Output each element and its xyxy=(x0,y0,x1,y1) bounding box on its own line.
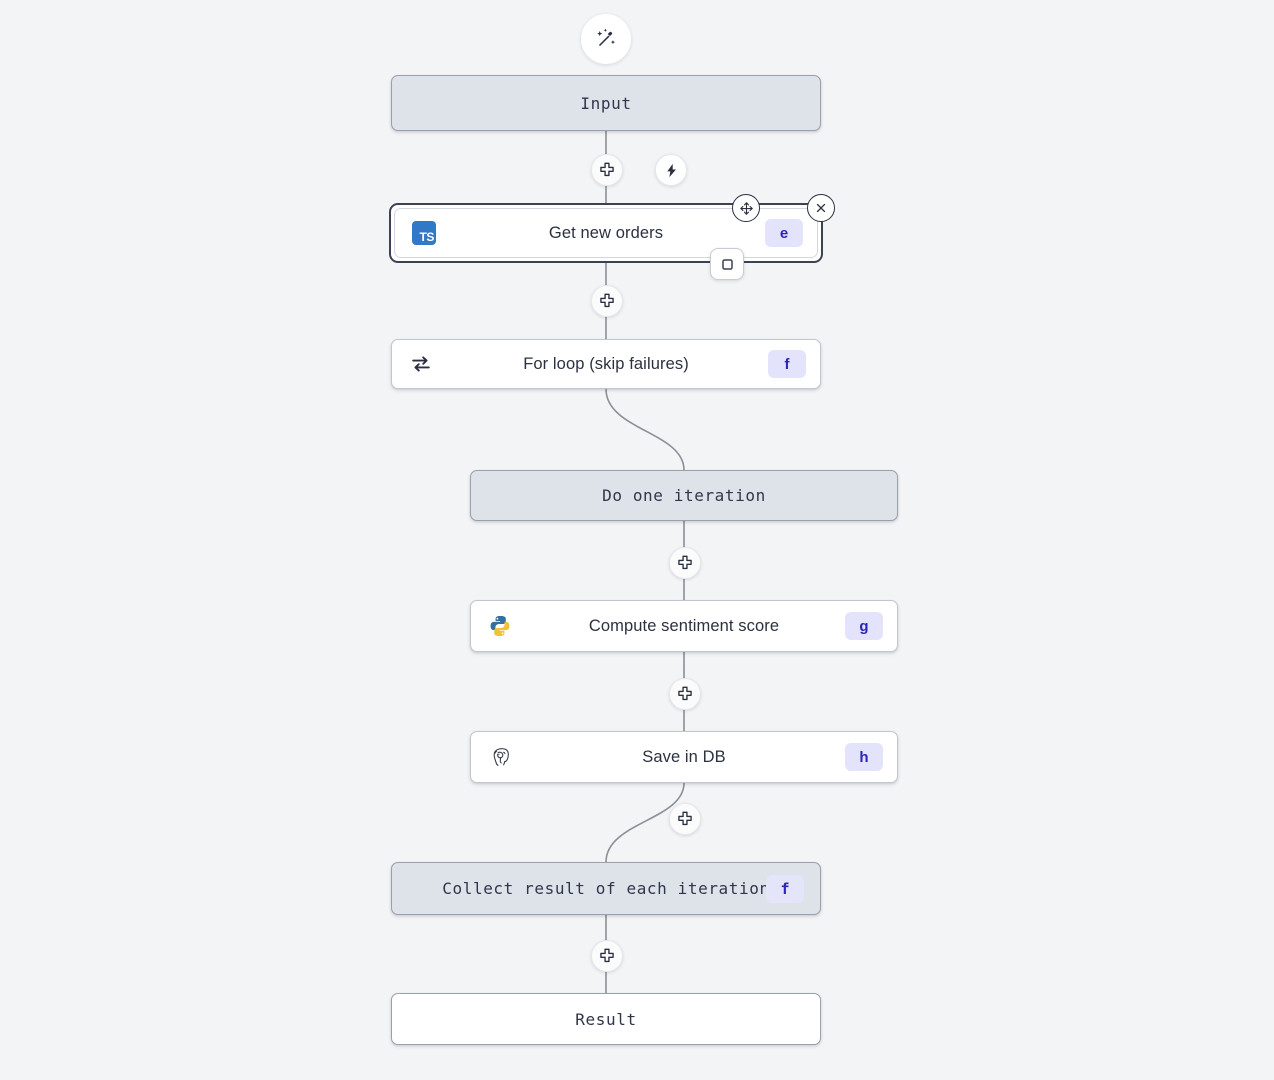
add-step-button-before-result[interactable] xyxy=(591,940,623,972)
typescript-icon-text: TS xyxy=(412,221,436,245)
lightning-bolt-icon xyxy=(666,163,676,177)
node-get-new-orders-badge[interactable]: e xyxy=(765,219,803,247)
node-do-one-iteration-label: Do one iteration xyxy=(602,486,766,505)
node-save-in-db-badge[interactable]: h xyxy=(845,743,883,771)
move-handle-icon xyxy=(739,201,753,215)
add-step-icon xyxy=(600,948,614,963)
add-step-button-after-do-one-iteration[interactable] xyxy=(669,547,701,579)
trigger-button[interactable] xyxy=(655,154,687,186)
add-step-button-after-get-new-orders[interactable] xyxy=(591,285,623,317)
node-get-new-orders-label: Get new orders xyxy=(548,223,664,242)
add-step-icon xyxy=(600,293,614,308)
node-collect-result-label: Collect result of each iteration xyxy=(442,879,770,898)
node-save-in-db[interactable]: Save in DB h xyxy=(470,731,898,783)
node-compute-sentiment-score-badge[interactable]: g xyxy=(845,612,883,640)
stop-button[interactable] xyxy=(710,248,744,280)
node-compute-sentiment-score[interactable]: Compute sentiment score g xyxy=(470,600,898,652)
add-step-button-after-save-in-db[interactable] xyxy=(669,803,701,835)
add-step-button-after-compute-sentiment-score[interactable] xyxy=(669,678,701,710)
python-icon xyxy=(487,613,513,639)
node-do-one-iteration[interactable]: Do one iteration xyxy=(470,470,898,521)
add-step-button-after-input[interactable] xyxy=(591,154,623,186)
node-input[interactable]: Input xyxy=(391,75,821,131)
add-step-icon xyxy=(678,555,692,570)
node-for-loop-badge[interactable]: f xyxy=(768,350,806,378)
close-icon xyxy=(816,203,826,213)
loop-repeat-icon xyxy=(408,351,434,377)
node-for-loop-label: For loop (skip failures) xyxy=(523,354,689,373)
postgresql-elephant-icon xyxy=(487,744,513,770)
close-button[interactable] xyxy=(807,194,835,222)
node-result[interactable]: Result xyxy=(391,993,821,1045)
postgresql-elephant-glyph xyxy=(493,747,509,766)
node-save-in-db-label: Save in DB xyxy=(642,747,726,766)
node-collect-result-badge[interactable]: f xyxy=(766,874,804,903)
python-logo-glyph xyxy=(490,616,510,636)
add-step-icon xyxy=(678,686,692,701)
node-result-label: Result xyxy=(575,1009,637,1029)
stop-square-icon xyxy=(721,258,733,270)
add-step-icon xyxy=(600,162,614,177)
node-for-loop[interactable]: For loop (skip failures) f xyxy=(391,339,821,389)
magic-wand-glyph xyxy=(597,28,615,47)
add-step-icon xyxy=(678,811,692,826)
magic-wand-icon[interactable] xyxy=(581,14,631,64)
node-input-label: Input xyxy=(580,93,632,113)
edge-forloop-to-doiteration xyxy=(605,388,685,471)
typescript-icon: TS xyxy=(411,220,437,246)
node-collect-result[interactable]: Collect result of each iteration f xyxy=(391,862,821,915)
loop-repeat-glyph xyxy=(412,356,430,372)
node-compute-sentiment-score-label: Compute sentiment score xyxy=(588,616,780,635)
move-handle-button[interactable] xyxy=(732,194,760,222)
